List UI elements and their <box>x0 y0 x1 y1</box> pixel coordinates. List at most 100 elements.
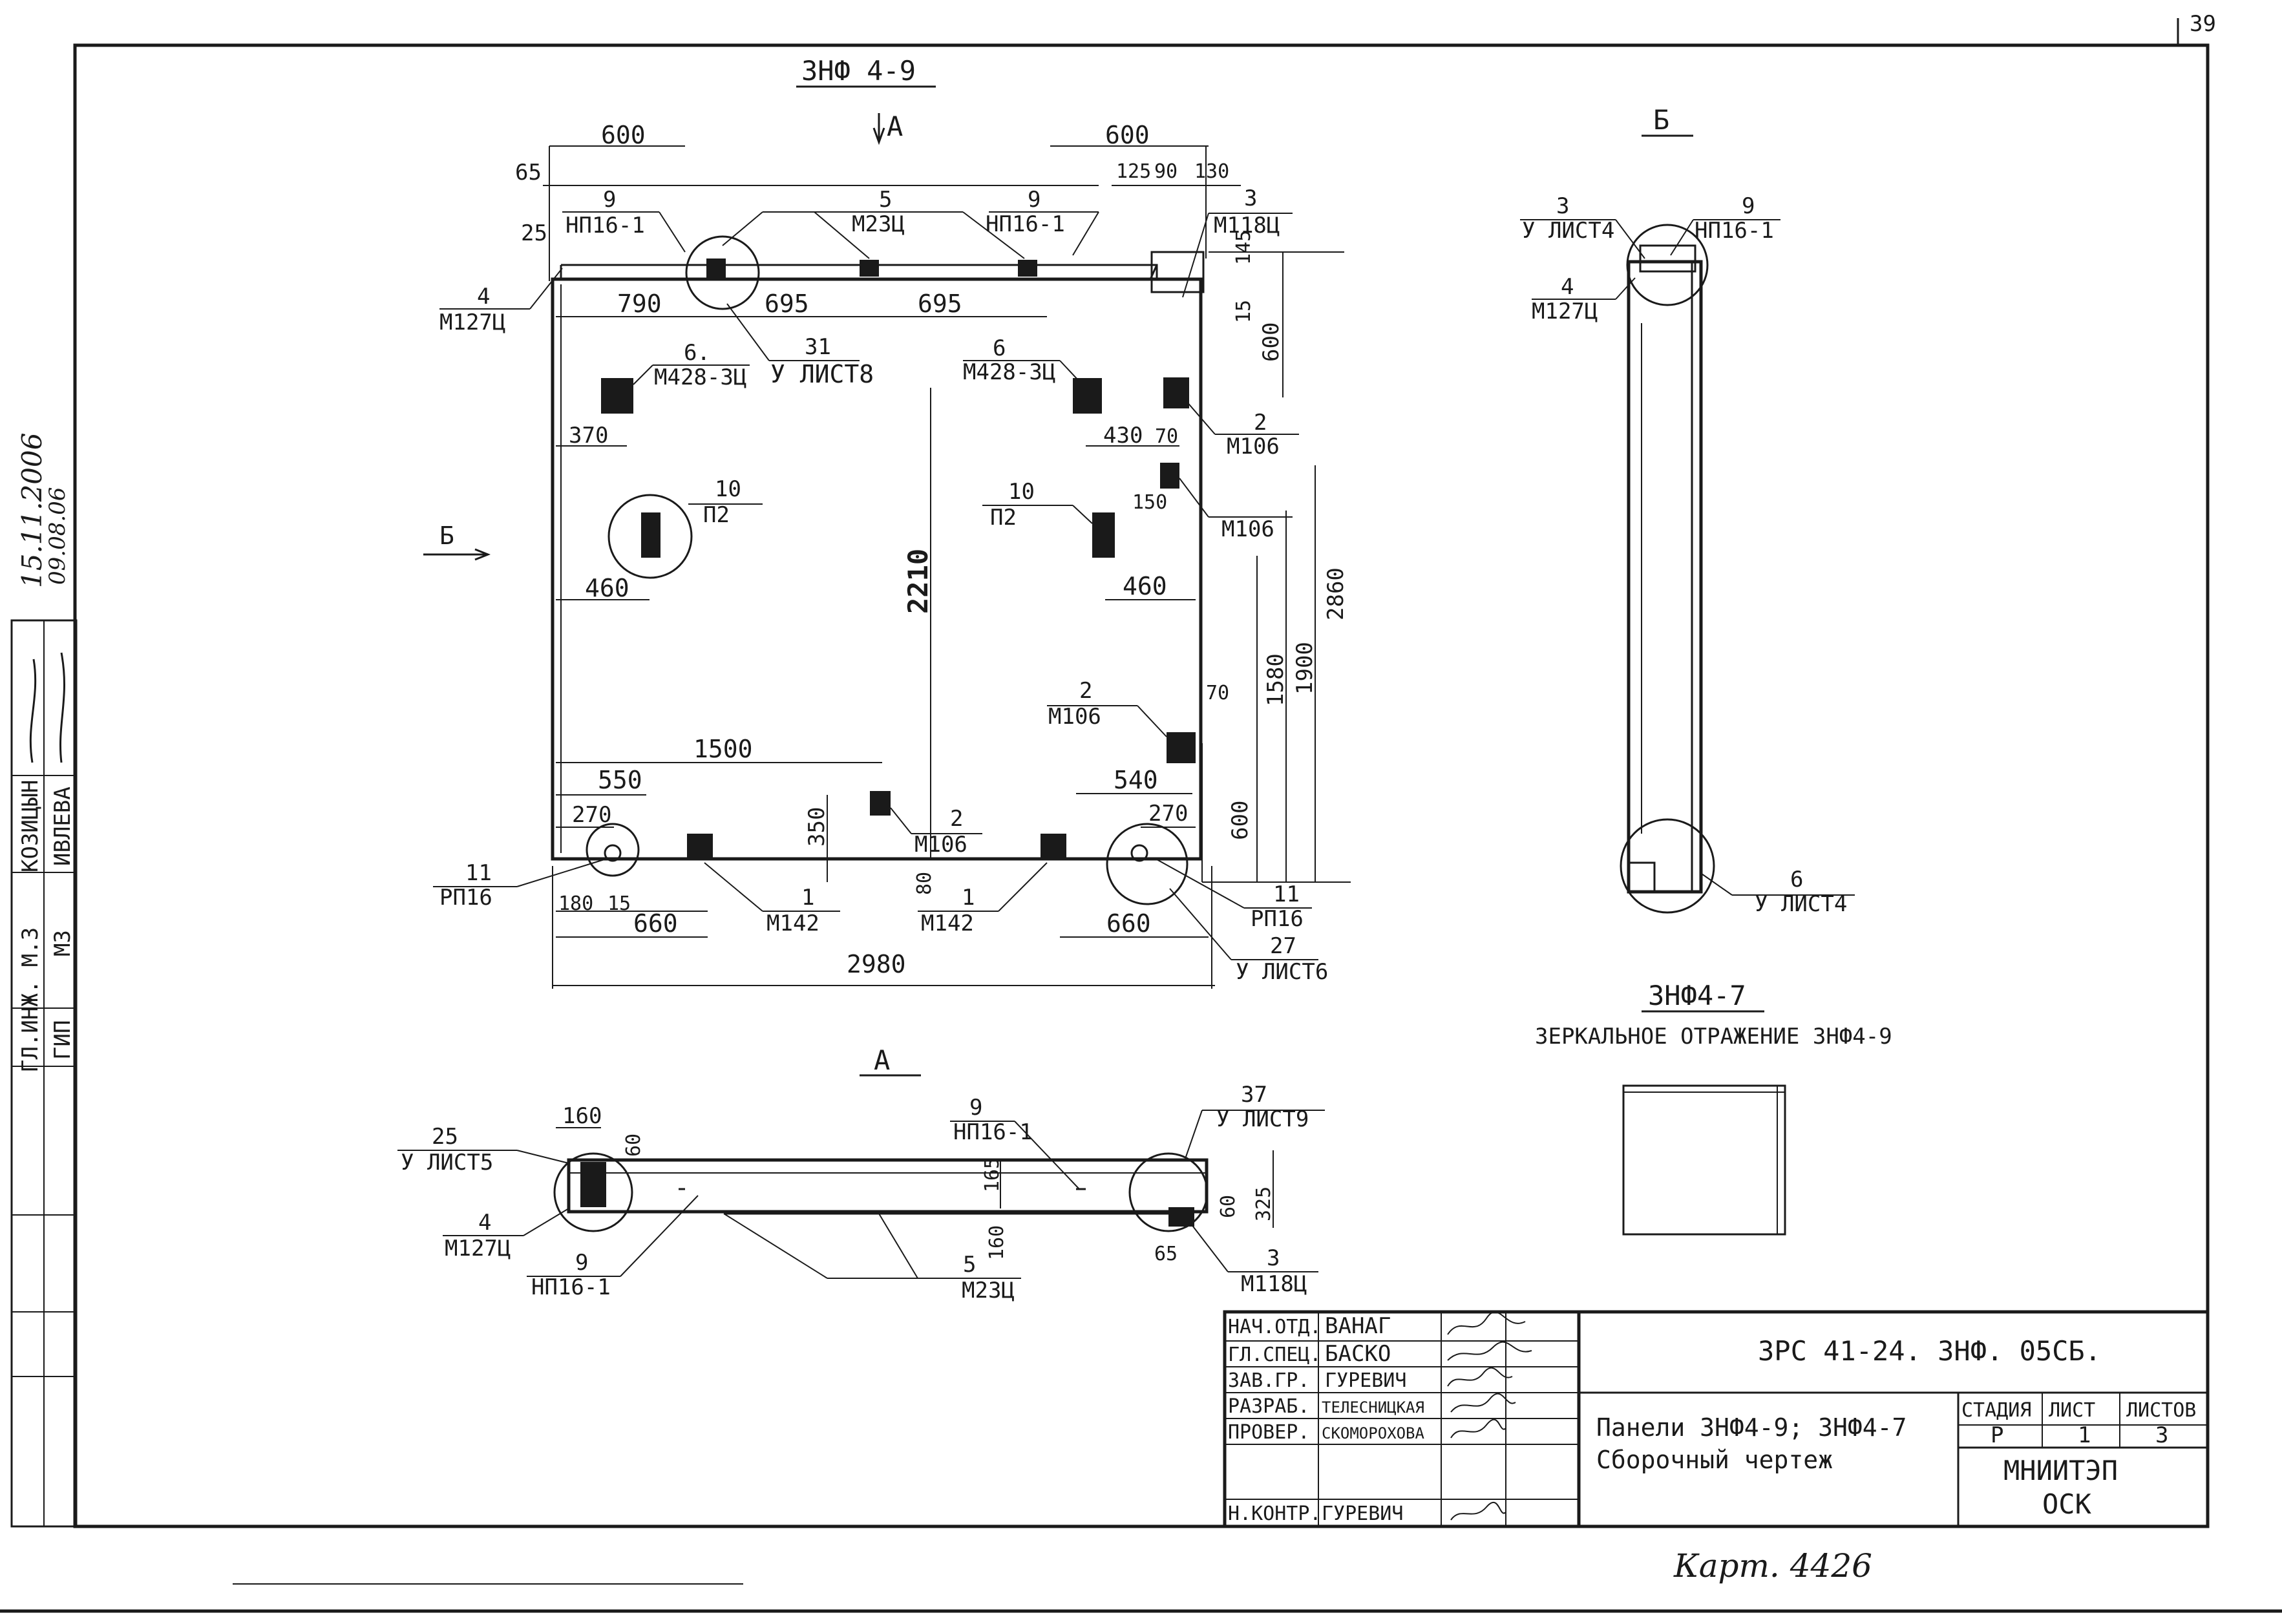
svg-text:М118Ц: М118Ц <box>1214 213 1280 238</box>
svg-text:1900: 1900 <box>1292 642 1318 695</box>
svg-text:25: 25 <box>521 220 547 246</box>
svg-text:31: 31 <box>805 334 831 360</box>
svg-text:600: 600 <box>601 121 646 149</box>
svg-text:Б: Б <box>1653 104 1669 136</box>
side-stamp: ГЛ.ИНЖ. М.3 КОЗИЦЫН 15.11.2006 ГИП М3 ИВ… <box>10 433 78 1528</box>
svg-text:ЗРС 41-24. ЗНФ. 05СБ.: ЗРС 41-24. ЗНФ. 05СБ. <box>1758 1335 2101 1367</box>
svg-text:6: 6 <box>993 335 1006 361</box>
svg-text:350: 350 <box>804 807 830 847</box>
svg-text:600: 600 <box>1105 121 1150 149</box>
svg-text:НП16-1: НП16-1 <box>531 1274 611 1300</box>
svg-text:9: 9 <box>1028 187 1041 213</box>
svg-text:695: 695 <box>765 290 809 318</box>
svg-text:5: 5 <box>879 187 892 213</box>
svg-text:15.11.2006: 15.11.2006 <box>16 433 48 588</box>
svg-text:9: 9 <box>575 1250 588 1276</box>
svg-text:10: 10 <box>1008 479 1035 505</box>
svg-text:65: 65 <box>1154 1243 1178 1265</box>
svg-text:2: 2 <box>1079 678 1092 704</box>
svg-text:Р: Р <box>1991 1422 2003 1448</box>
svg-text:600: 600 <box>1227 801 1253 840</box>
svg-text:ЛИСТОВ: ЛИСТОВ <box>2126 1399 2196 1422</box>
svg-text:У ЛИСТ8: У ЛИСТ8 <box>770 360 874 388</box>
svg-text:ТЕЛЕСНИЦКАЯ: ТЕЛЕСНИЦКАЯ <box>1322 1398 1424 1417</box>
svg-text:160: 160 <box>986 1225 1008 1260</box>
svg-text:3: 3 <box>1556 193 1569 219</box>
svg-text:3: 3 <box>1244 185 1257 211</box>
svg-text:11: 11 <box>465 860 492 886</box>
svg-text:3: 3 <box>1267 1245 1280 1271</box>
svg-text:ВАНАГ: ВАНАГ <box>1325 1313 1391 1339</box>
svg-text:СТАДИЯ: СТАДИЯ <box>1961 1399 2031 1422</box>
svg-text:1500: 1500 <box>693 735 753 763</box>
svg-text:У ЛИСТ5: У ЛИСТ5 <box>401 1150 493 1176</box>
svg-text:Панели ЗНФ4-9; ЗНФ4-7: Панели ЗНФ4-9; ЗНФ4-7 <box>1596 1413 1907 1442</box>
svg-text:ПРОВЕР.: ПРОВЕР. <box>1228 1421 1309 1444</box>
svg-text:600: 600 <box>1258 322 1284 362</box>
svg-text:ГЛ.СПЕЦ.: ГЛ.СПЕЦ. <box>1228 1344 1322 1366</box>
svg-text:660: 660 <box>633 909 678 938</box>
svg-text:2860: 2860 <box>1323 567 1349 620</box>
svg-text:70: 70 <box>1155 425 1178 448</box>
svg-text:5: 5 <box>963 1252 976 1278</box>
svg-text:НП16-1: НП16-1 <box>986 211 1065 237</box>
svg-text:2980: 2980 <box>847 950 906 978</box>
svg-text:09.08.06: 09.08.06 <box>45 487 70 585</box>
svg-text:90: 90 <box>1154 160 1178 183</box>
svg-text:М142: М142 <box>766 911 819 936</box>
svg-text:37: 37 <box>1241 1082 1267 1108</box>
svg-text:ЗЕРКАЛЬНОЕ ОТРАЖЕНИЕ ЗНФ4-9: ЗЕРКАЛЬНОЕ ОТРАЖЕНИЕ ЗНФ4-9 <box>1535 1024 1892 1049</box>
svg-text:М23Ц: М23Ц <box>852 211 905 237</box>
svg-text:М106: М106 <box>1048 704 1101 730</box>
svg-text:270: 270 <box>572 802 611 828</box>
svg-text:Сборочный чертеж: Сборочный чертеж <box>1596 1446 1833 1474</box>
view-a: А 160 60 165 160 60 325 65 25 У ЛИСТ5 4 … <box>397 1044 1325 1303</box>
svg-text:ЛИСТ: ЛИСТ <box>2049 1399 2095 1422</box>
svg-text:70: 70 <box>1206 682 1229 704</box>
svg-text:М23Ц: М23Ц <box>962 1278 1015 1303</box>
page-number: 39 <box>2190 11 2216 37</box>
svg-text:130: 130 <box>1194 160 1229 183</box>
svg-text:М118Ц: М118Ц <box>1241 1271 1307 1297</box>
svg-text:НП16-1: НП16-1 <box>1695 218 1774 244</box>
svg-text:6: 6 <box>1790 867 1803 892</box>
svg-text:ЗАВ.ГР.: ЗАВ.ГР. <box>1228 1369 1309 1392</box>
svg-text:М127Ц: М127Ц <box>445 1236 511 1261</box>
svg-text:ГУРЕВИЧ: ГУРЕВИЧ <box>1325 1369 1406 1392</box>
svg-text:У ЛИСТ4: У ЛИСТ4 <box>1522 218 1614 244</box>
svg-text:15: 15 <box>607 892 631 915</box>
svg-text:3: 3 <box>2155 1422 2168 1448</box>
svg-text:145: 145 <box>1232 230 1255 265</box>
svg-text:160: 160 <box>562 1103 602 1129</box>
svg-text:180: 180 <box>558 892 593 915</box>
svg-text:М142: М142 <box>921 911 974 936</box>
svg-text:370: 370 <box>569 423 608 448</box>
main-view: ЗНФ 4-9 А 600 600 <box>423 55 1351 989</box>
svg-text:БАСКО: БАСКО <box>1325 1341 1391 1367</box>
svg-text:1: 1 <box>801 885 814 911</box>
svg-text:НП16-1: НП16-1 <box>565 213 645 238</box>
svg-text:Б: Б <box>439 522 454 550</box>
svg-text:Н.КОНТР.: Н.КОНТР. <box>1228 1503 1322 1525</box>
svg-text:125: 125 <box>1116 160 1151 183</box>
svg-text:М106: М106 <box>914 832 967 858</box>
svg-text:695: 695 <box>918 290 962 318</box>
svg-text:ГЛ.ИНЖ. М.3: ГЛ.ИНЖ. М.3 <box>17 927 43 1073</box>
svg-text:80: 80 <box>913 872 936 895</box>
svg-text:9: 9 <box>1742 193 1755 219</box>
view-b: Б 3 У ЛИСТ4 9 НП16-1 4 М127Ц 6 У ЛИСТ4 <box>1520 104 1855 917</box>
svg-text:540: 540 <box>1114 766 1158 794</box>
title-block: НАЧ.ОТД. ВАНАГ ГЛ.СПЕЦ. БАСКО ЗАВ.ГР. ГУ… <box>1223 1310 2210 1528</box>
svg-text:1: 1 <box>2078 1422 2091 1448</box>
svg-text:2: 2 <box>1254 410 1267 436</box>
svg-text:9: 9 <box>603 187 616 213</box>
svg-text:ЗНФ4-7: ЗНФ4-7 <box>1648 980 1746 1011</box>
arrow-a-label: А <box>887 111 903 142</box>
svg-text:КОЗИЦЫН: КОЗИЦЫН <box>17 780 43 872</box>
svg-text:550: 550 <box>598 766 642 794</box>
svg-text:660: 660 <box>1106 909 1151 938</box>
svg-text:А: А <box>874 1044 890 1076</box>
svg-text:РП16: РП16 <box>439 885 492 911</box>
svg-text:П2: П2 <box>703 502 730 528</box>
